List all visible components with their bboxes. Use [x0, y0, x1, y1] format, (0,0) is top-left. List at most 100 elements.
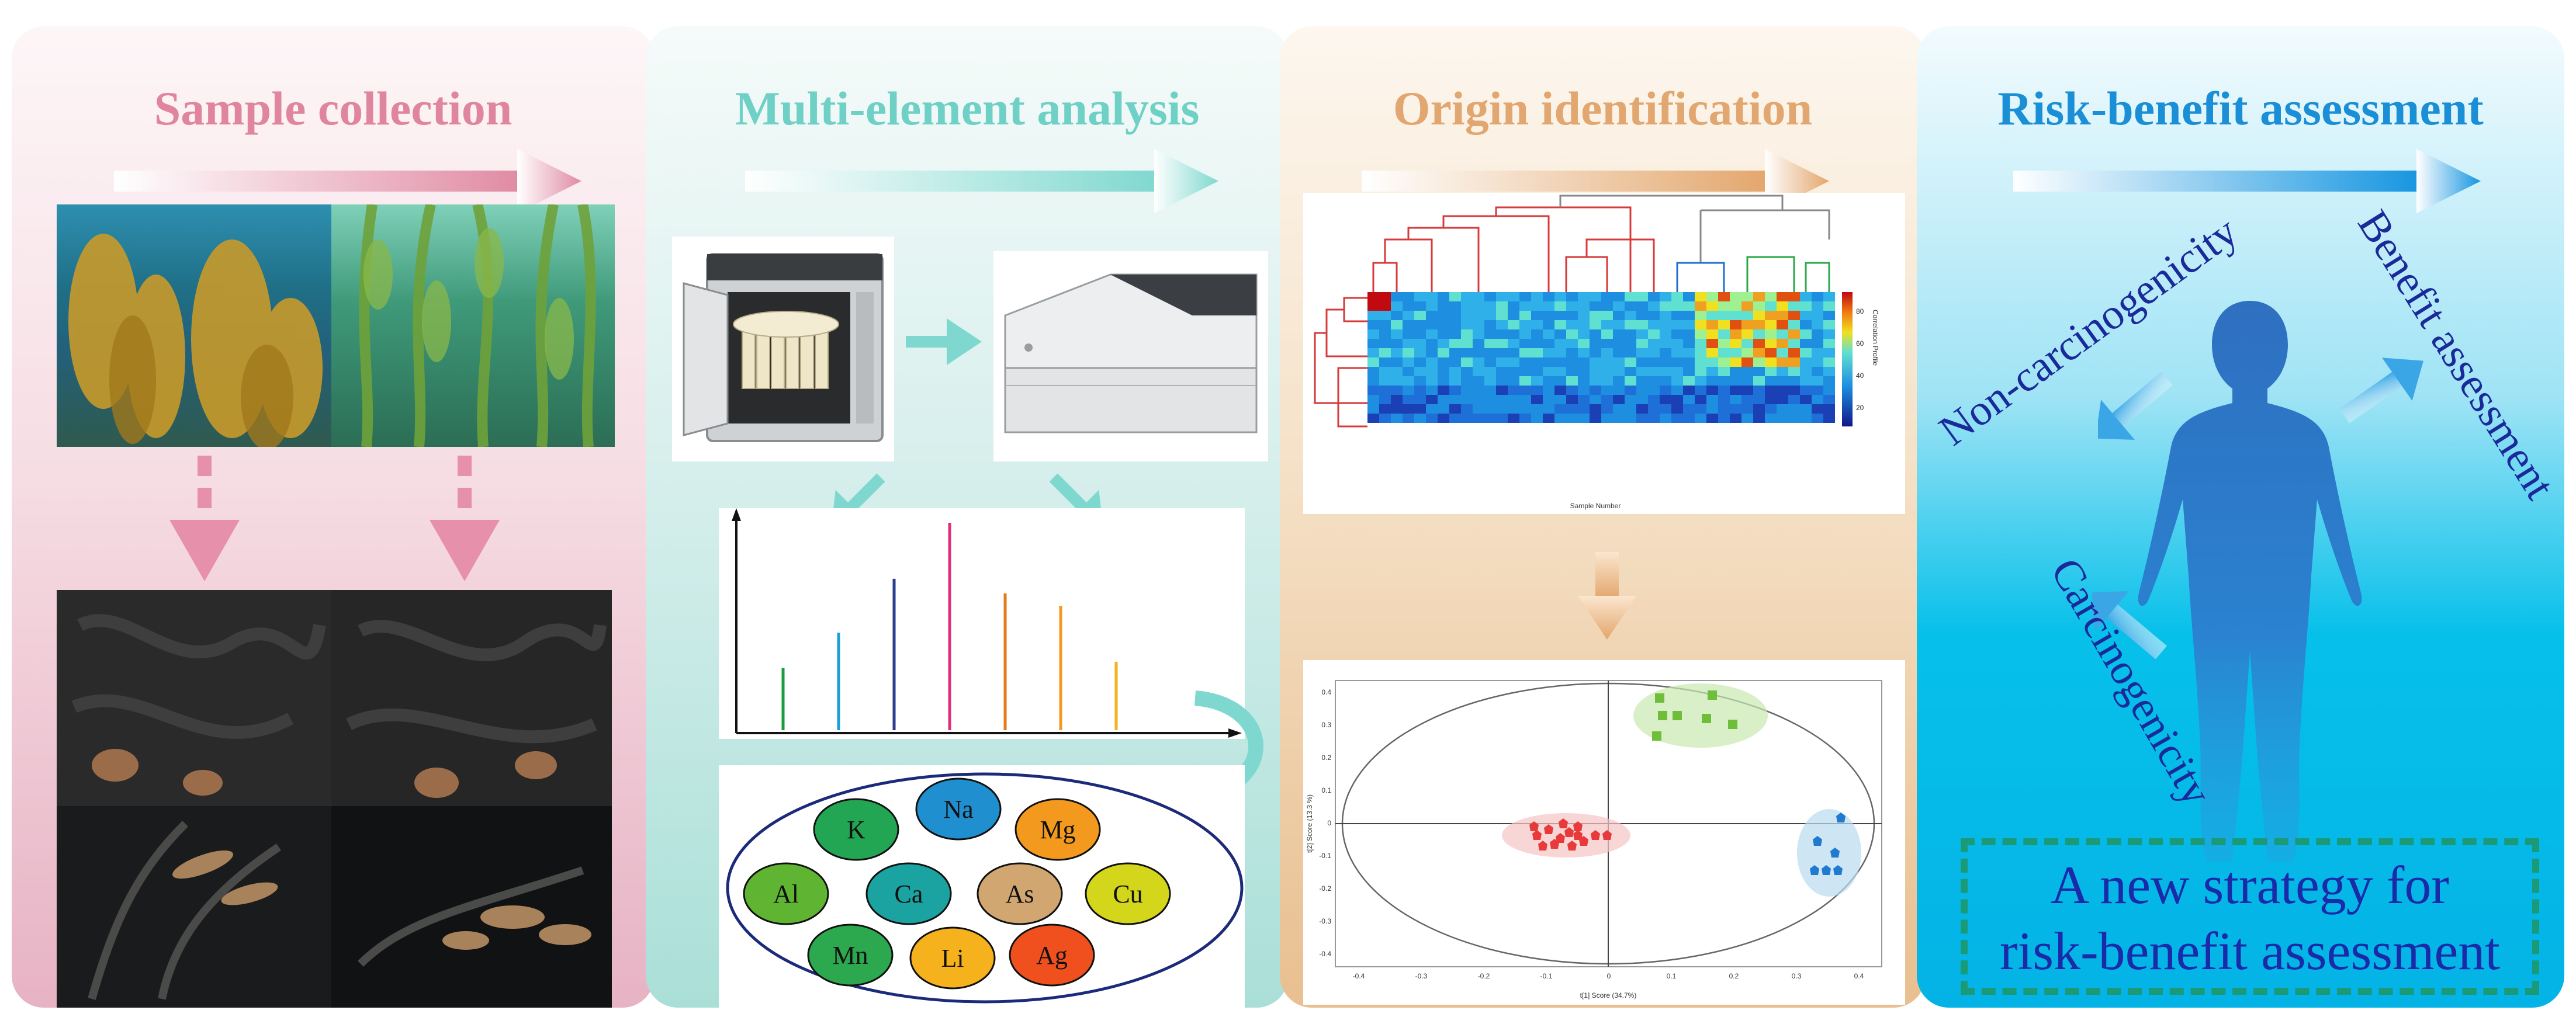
pca-x-tick: -0.3 — [1415, 972, 1428, 980]
mass-spectrum-chart — [732, 508, 1242, 738]
element-symbol: Al — [773, 880, 799, 908]
element-bubble: Li — [909, 926, 996, 990]
panel-multi-element-analysis: Multi-element analysis — [646, 26, 1289, 1008]
element-bubble: Mn — [807, 924, 894, 987]
pca-y-tick: -0.1 — [1319, 852, 1331, 860]
pca-point-red — [1544, 824, 1553, 834]
element-symbol: Ag — [1036, 941, 1068, 970]
element-symbol: Ca — [895, 880, 923, 908]
microwave-digestion-instrument — [672, 237, 894, 461]
pca-point-red — [1573, 830, 1583, 840]
colorbar-tick: 20 — [1856, 404, 1864, 412]
pca-point-green — [1655, 693, 1664, 703]
strategy-line-2: risk-benefit assessment — [2000, 921, 2500, 981]
pca-point-red — [1529, 821, 1539, 831]
pca-y-tick: -0.2 — [1319, 884, 1331, 893]
pca-y-tick: 0.4 — [1321, 688, 1331, 696]
element-bubble: Cu — [1085, 862, 1171, 925]
pca-x-tick: -0.2 — [1478, 972, 1490, 980]
colorbar-tick: 80 — [1856, 307, 1864, 315]
element-bubble: Na — [915, 777, 1002, 841]
pca-x-tick: 0 — [1607, 972, 1611, 980]
pca-point-red — [1564, 827, 1574, 837]
panel-sample-collection: Sample collection — [12, 26, 655, 1008]
dried-seaweed-photos — [57, 590, 612, 1008]
element-bubble: Ca — [865, 862, 952, 925]
pca-point-blue — [1813, 836, 1822, 846]
element-symbol: Li — [941, 944, 964, 973]
cluster-heatmap: 80 60 40 20 Correlation Profile Sample N… — [1314, 195, 1879, 510]
icp-ms-instrument — [993, 251, 1268, 461]
element-bubble: Ag — [1009, 924, 1095, 987]
pca-point-green — [1708, 690, 1717, 700]
dashed-arrow-down-icon — [430, 456, 500, 581]
pca-point-red — [1538, 841, 1547, 851]
pca-point-green — [1728, 720, 1737, 729]
kelp-underwater-photo-left — [57, 204, 331, 447]
dashed-arrow-down-icon — [169, 456, 240, 581]
process-arrow — [2013, 149, 2481, 213]
strategy-line-1: A new strategy for — [2050, 855, 2450, 915]
element-bubble: As — [977, 862, 1063, 925]
pca-x-tick: 0.3 — [1792, 972, 1802, 980]
pca-x-tick: -0.1 — [1540, 972, 1553, 980]
panel-origin-identification: Origin identification — [1280, 26, 1926, 1008]
colorbar-label: Correlation Profile — [1871, 310, 1879, 366]
pca-x-tick: 0.4 — [1854, 972, 1864, 980]
pca-xlabel: t[1] Score (34.7%) — [1580, 991, 1637, 999]
pca-point-red — [1556, 833, 1565, 843]
pca-point-red — [1602, 830, 1612, 840]
pca-ylabel: t[2] Score (13.3 %) — [1306, 794, 1314, 853]
pca-y-tick: 0.1 — [1321, 786, 1331, 794]
pca-point-red — [1579, 836, 1588, 846]
pca-point-green — [1652, 731, 1661, 741]
arrow-up-left-icon — [2098, 372, 2173, 440]
pca-point-blue — [1810, 865, 1819, 875]
element-bubble: K — [813, 798, 899, 861]
pca-point-green — [1702, 714, 1711, 723]
element-symbol: Mg — [1040, 815, 1075, 844]
pca-point-red — [1567, 841, 1577, 851]
arrow-right-icon — [906, 318, 982, 365]
heatmap-dendrogram-panel: 80 60 40 20 Correlation Profile Sample N… — [1303, 193, 1905, 514]
panel-title: Multi-element analysis — [735, 82, 1200, 135]
kelp-forest-photo-right — [331, 204, 615, 447]
heatmap-xlabel: Sample Number — [1570, 502, 1621, 510]
human-silhouette-icon — [2138, 301, 2362, 862]
pca-point-red — [1591, 830, 1600, 840]
panel-title: Sample collection — [154, 82, 513, 135]
colorbar — [1842, 292, 1853, 426]
mass-spectrum-panel — [719, 508, 1245, 739]
pca-point-blue — [1833, 865, 1843, 875]
pca-point-red — [1532, 830, 1542, 840]
pca-x-tick: -0.4 — [1353, 972, 1365, 980]
element-bubble: Mg — [1015, 798, 1101, 861]
arrow-up-right-icon — [2339, 357, 2423, 424]
panel-title: Origin identification — [1393, 82, 1813, 135]
element-symbol: As — [1006, 880, 1034, 908]
arrow-down-left-icon — [2092, 591, 2167, 659]
element-symbol: Cu — [1113, 880, 1142, 908]
element-bubble: Al — [743, 862, 829, 925]
process-arrow — [114, 149, 581, 213]
pca-y-tick: 0.3 — [1321, 721, 1331, 729]
colorbar-tick: 40 — [1856, 372, 1864, 380]
pca-point-blue — [1822, 865, 1831, 875]
panel-risk-benefit-assessment: Risk-benefit assessment Non-carcinogenic… — [1917, 26, 2564, 1008]
cluster-region-green — [1633, 683, 1768, 748]
pca-point-blue — [1830, 848, 1840, 858]
pca-x-tick: 0.1 — [1667, 972, 1677, 980]
process-arrow — [745, 149, 1218, 213]
colorbar-tick: 60 — [1856, 339, 1864, 348]
pca-y-tick: 0.2 — [1321, 754, 1331, 762]
new-strategy-box: A new strategy for risk-benefit assessme… — [1961, 838, 2539, 995]
pca-y-tick: -0.3 — [1319, 917, 1331, 925]
pca-y-tick: -0.4 — [1319, 950, 1331, 958]
pca-point-red — [1559, 818, 1568, 828]
pca-point-green — [1673, 711, 1682, 720]
